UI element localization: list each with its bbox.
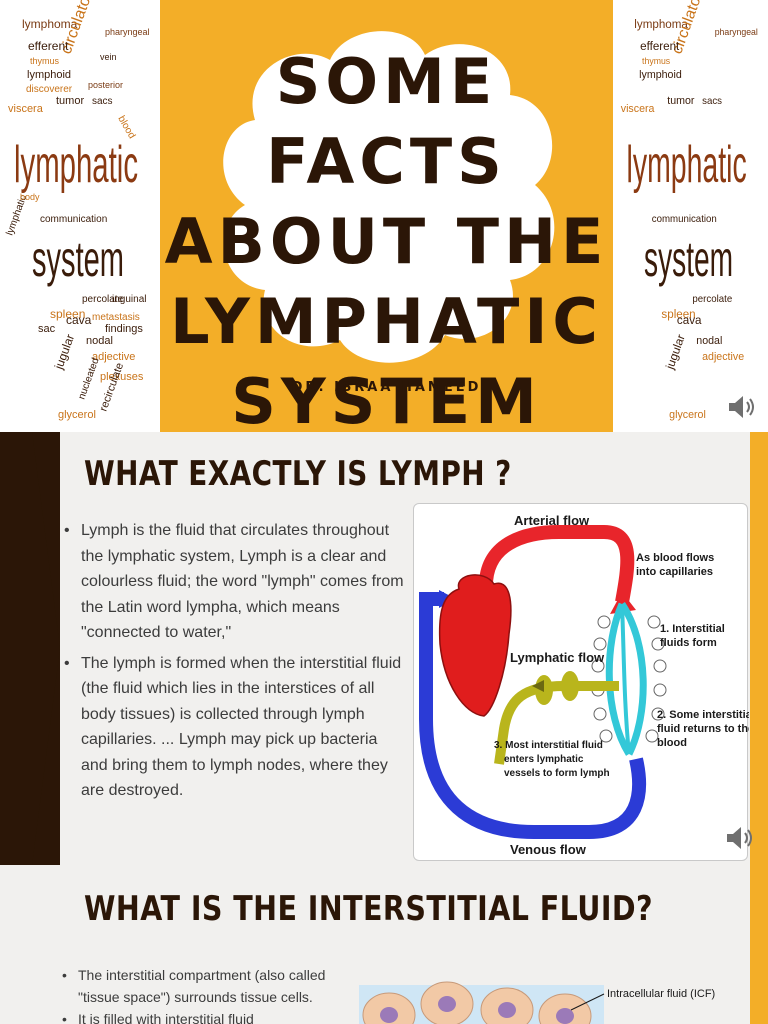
title-panel: SOME FACTS ABOUT THE LYMPHATIC SYSTEM DR… [160,0,613,432]
cloud-word: lymphoma [22,17,78,31]
bullet-item: It is filled with interstitial fluid [58,1008,353,1024]
lymph-vessel [494,681,619,765]
label-venous-flow: Venous flow [510,842,587,857]
label-lymphatic-flow: Lymphatic flow [510,650,605,665]
cloud-word: metastasis [92,312,140,323]
cloud-word: thymus [30,56,60,66]
word-cloud-image: lymphoma circulatory efferent pharyngeal… [621,0,758,421]
right-accent-bar [750,432,768,865]
label-step-1: fluids form [660,637,717,649]
label-step-3: enters lymphatic [504,754,584,765]
label-step-1: 1. Interstitial [660,623,725,635]
slide-title: SOME FACTS ABOUT THE LYMPHATIC SYSTEM [160,42,613,432]
bullet-item: The lymph is formed when the interstitia… [62,651,407,804]
bullet-item: Lymph is the fluid that circulates throu… [62,518,407,646]
title-line: SYSTEM [231,365,542,432]
cloud-word: communication [652,214,717,225]
cloud-word: spleen [661,307,695,321]
cloud-word: jugular [663,332,688,372]
title-line: LYMPHATIC [170,285,603,358]
cloud-word: thymus [642,56,671,66]
cloud-word: body [20,192,40,202]
cloud-word: vein [100,52,117,62]
cloud-word: cava [677,313,702,327]
title-line: SOME FACTS [266,45,507,198]
cloud-main-word: system [32,231,124,287]
cloud-word: sacs [702,96,722,107]
speaker-icon[interactable] [726,392,760,422]
label-blood-flows: into capillaries [636,566,713,578]
cloud-word: efferent [28,39,69,53]
cloud-word: viscera [8,103,44,115]
cloud-word: adjective [702,351,744,363]
cloud-main-word: lymphatic [627,135,747,193]
label-icf: Intracellular fluid (ICF) [607,988,715,1000]
lymph-flow-diagram: Arterial flow As blood flows into capill… [413,503,749,861]
tissue-cells [591,615,667,743]
cloud-word: nodal [696,335,722,347]
speaker-icon[interactable] [724,823,758,853]
cloud-word: posterior [88,80,123,90]
label-step-3: 3. Most interstitial fluid [494,740,603,751]
label-arterial-flow: Arterial flow [514,513,590,528]
word-cloud-image: lymphoma circulatory efferent pharyngeal… [4,0,150,421]
cloud-word: tumor [667,95,695,107]
side-chevron-bar [0,432,60,865]
cloud-word: percolate [692,294,732,305]
cloud-word: recirculate [98,361,127,413]
cloud-word: lymphoid [27,69,71,81]
cloud-word: glycerol [58,409,96,421]
cloud-word: jugular [51,332,77,372]
label-step-2: blood [657,737,687,749]
artery-vessel [478,525,635,604]
word-cloud-right: lymphoma circulatory efferent pharyngeal… [613,0,768,432]
interstitial-slide: WHAT IS THE INTERSTITIAL FLUID? The inte… [0,865,768,1024]
author-subtitle: DR. ISRAA HAMEED [291,380,482,395]
cloud-word: findings [105,323,143,335]
cloud-word: spleen [50,307,85,321]
heart-icon [438,574,512,717]
cloud-word: discoverer [26,84,73,95]
label-step-2: 2. Some interstitial [657,709,749,721]
cells-illustration: Intracellular fluid (ICF) [359,981,715,1024]
vein-vessel [419,592,647,839]
cloud-word: pharyngeal [715,27,758,37]
cloud-word: communication [40,214,107,225]
slide-title: WHAT EXACTLY IS LYMPH ? [84,454,512,494]
right-accent-bar [750,865,768,1024]
cloud-word: nodal [86,335,113,347]
cloud-word: pharyngeal [105,27,150,37]
label-blood-flows: As blood flows [636,552,714,564]
cloud-word: cava [66,313,92,327]
lymph-node-valve [561,671,579,701]
title-line: ABOUT THE [164,205,609,278]
cloud-word: efferent [640,39,680,53]
cloud-word: sacs [92,96,113,107]
cloud-word: lymphoma [634,17,688,31]
cloud-main-word: system [644,231,733,287]
bullet-item: The interstitial compartment (also calle… [58,964,353,1008]
cloud-word: lymphoid [639,69,682,81]
cloud-word: percolate [82,294,124,305]
cloud-word: sac [38,323,56,335]
bullet-list: The interstitial compartment (also calle… [58,964,353,1024]
tissue-cells [362,981,592,1024]
cloud-word: tumor [56,95,84,107]
label-step-3: vessels to form lymph [504,768,610,779]
slide-title: WHAT IS THE INTERSTITIAL FLUID? [84,889,654,929]
cloud-word: viscera [621,103,656,115]
circulation-diagram: Arterial flow As blood flows into capill… [419,513,749,857]
cloud-word: inguinal [112,294,146,305]
cloud-word: nucleated [76,357,101,402]
lymph-slide: WHAT EXACTLY IS LYMPH ? Lymph is the flu… [0,432,768,865]
title-slide: lymphoma circulatory efferent pharyngeal… [0,0,768,432]
cloud-shape [223,31,555,363]
cloud-word: glycerol [669,409,706,421]
cloud-word: adjective [92,351,135,363]
word-cloud-left: lymphoma circulatory efferent pharyngeal… [0,0,160,432]
cloud-main-word: lymphatic [14,136,138,194]
cloud-word: plexuses [100,371,144,383]
bullet-list: Lymph is the fluid that circulates throu… [62,518,407,809]
label-step-2: fluid returns to the [657,723,749,735]
